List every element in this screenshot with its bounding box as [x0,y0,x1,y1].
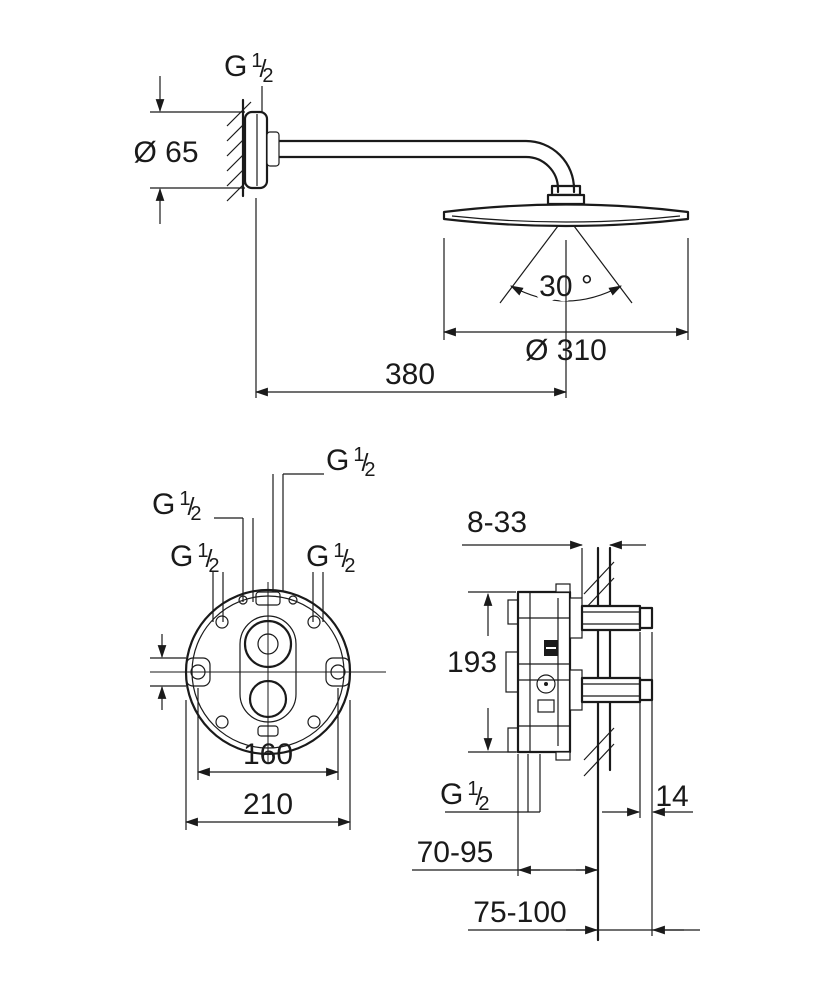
spindle-length-label: 14 [655,780,688,813]
volume-knob [248,679,288,719]
right-port [325,657,351,687]
shower-arm [277,139,576,194]
dim-depth-min-range: 70-95 [412,754,599,876]
top-spindle [580,604,642,632]
body-height-label: 193 [447,646,497,679]
shower-head [442,203,690,228]
dim-plate-diameter: 210 [184,700,352,830]
plate-diameter-label: 210 [243,788,293,821]
spindle-extension-lines [639,632,653,936]
escutcheon-diameter-label: Ø 65 [133,136,198,169]
dim-port-spacing: 160 [196,688,340,780]
dim-depth-max-range: 75-100 [468,896,700,935]
trim-centerlines [150,582,386,764]
wall-section [226,98,252,202]
thermostat-knob [243,619,293,669]
port-spacing-label: 160 [243,738,293,771]
trim-plate [184,588,352,756]
arm-projection-label: 380 [385,358,435,391]
depth-min-range-label: 70-95 [417,836,494,869]
trim-thread-leaders [212,473,324,622]
knob-dim-arrows [150,634,186,710]
left-port [185,657,211,687]
dim-arm-projection: 380 [254,198,568,398]
dim-escutcheon-diameter-extensions [150,111,245,189]
dim-escutcheon-diameter: Ø 65 [133,76,199,224]
dim-wall-depth-range: 8-33 [462,506,646,598]
valve-spindles [580,604,654,704]
top-sleeve [569,597,583,639]
wall-escutcheon [243,110,280,190]
wall-depth-range-label: 8-33 [467,506,527,539]
valve-body [505,583,583,761]
depth-max-range-label: 75-100 [473,896,566,929]
dim-body-height: 193 [447,591,516,753]
temperature-stop [536,674,556,694]
bottom-sleeve [569,669,583,711]
bottom-spindle [580,676,642,704]
dim-spindle-length: 14 [602,780,693,817]
head-connector-nut [546,184,586,206]
